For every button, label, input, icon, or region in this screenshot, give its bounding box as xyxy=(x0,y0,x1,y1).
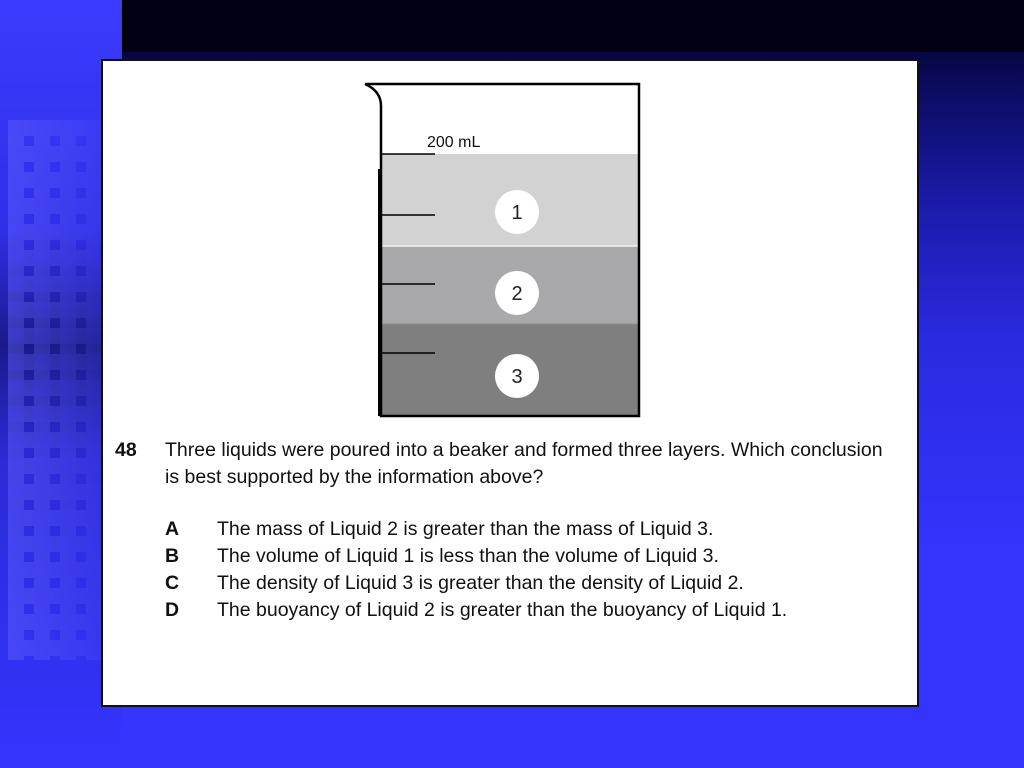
beaker-outline xyxy=(364,82,641,418)
layer-1-number: 1 xyxy=(511,202,522,224)
background-square-pattern xyxy=(8,120,118,660)
question-stem: Three liquids were poured into a beaker … xyxy=(165,439,883,488)
slide-card: 200 mL 1 2 3 48 Three liquids were poure… xyxy=(101,59,919,707)
background-top-band xyxy=(122,0,1024,52)
beaker-svg: 200 mL 1 2 3 xyxy=(364,82,641,418)
choice-text: The mass of Liquid 2 is greater than the… xyxy=(217,518,714,540)
answer-choice-a[interactable]: A The mass of Liquid 2 is greater than t… xyxy=(165,516,865,543)
answer-choice-c[interactable]: C The density of Liquid 3 is greater tha… xyxy=(165,570,865,597)
layer-3-number: 3 xyxy=(511,366,522,388)
layer-2-number: 2 xyxy=(511,283,522,305)
layer-2-marker xyxy=(495,271,539,315)
beaker-diagram: 200 mL 1 2 3 xyxy=(361,81,651,421)
answer-choice-d[interactable]: D The buoyancy of Liquid 2 is greater th… xyxy=(165,597,857,624)
choice-text: The volume of Liquid 1 is less than the … xyxy=(217,545,719,567)
choice-letter: C xyxy=(165,572,180,594)
layer-1-marker xyxy=(495,190,539,234)
choice-text: The density of Liquid 3 is greater than … xyxy=(217,572,744,594)
choice-letter: B xyxy=(165,545,180,567)
choice-text: The buoyancy of Liquid 2 is greater than… xyxy=(217,599,788,621)
choice-letter: A xyxy=(165,518,180,540)
answer-choices: A The mass of Liquid 2 is greater than t… xyxy=(165,516,865,624)
choice-letter: D xyxy=(165,599,180,621)
layer-3-marker xyxy=(495,354,539,398)
question-number: 48 xyxy=(115,439,137,461)
answer-choice-b[interactable]: B The volume of Liquid 1 is less than th… xyxy=(165,543,865,570)
volume-label: 200 mL xyxy=(427,134,480,151)
